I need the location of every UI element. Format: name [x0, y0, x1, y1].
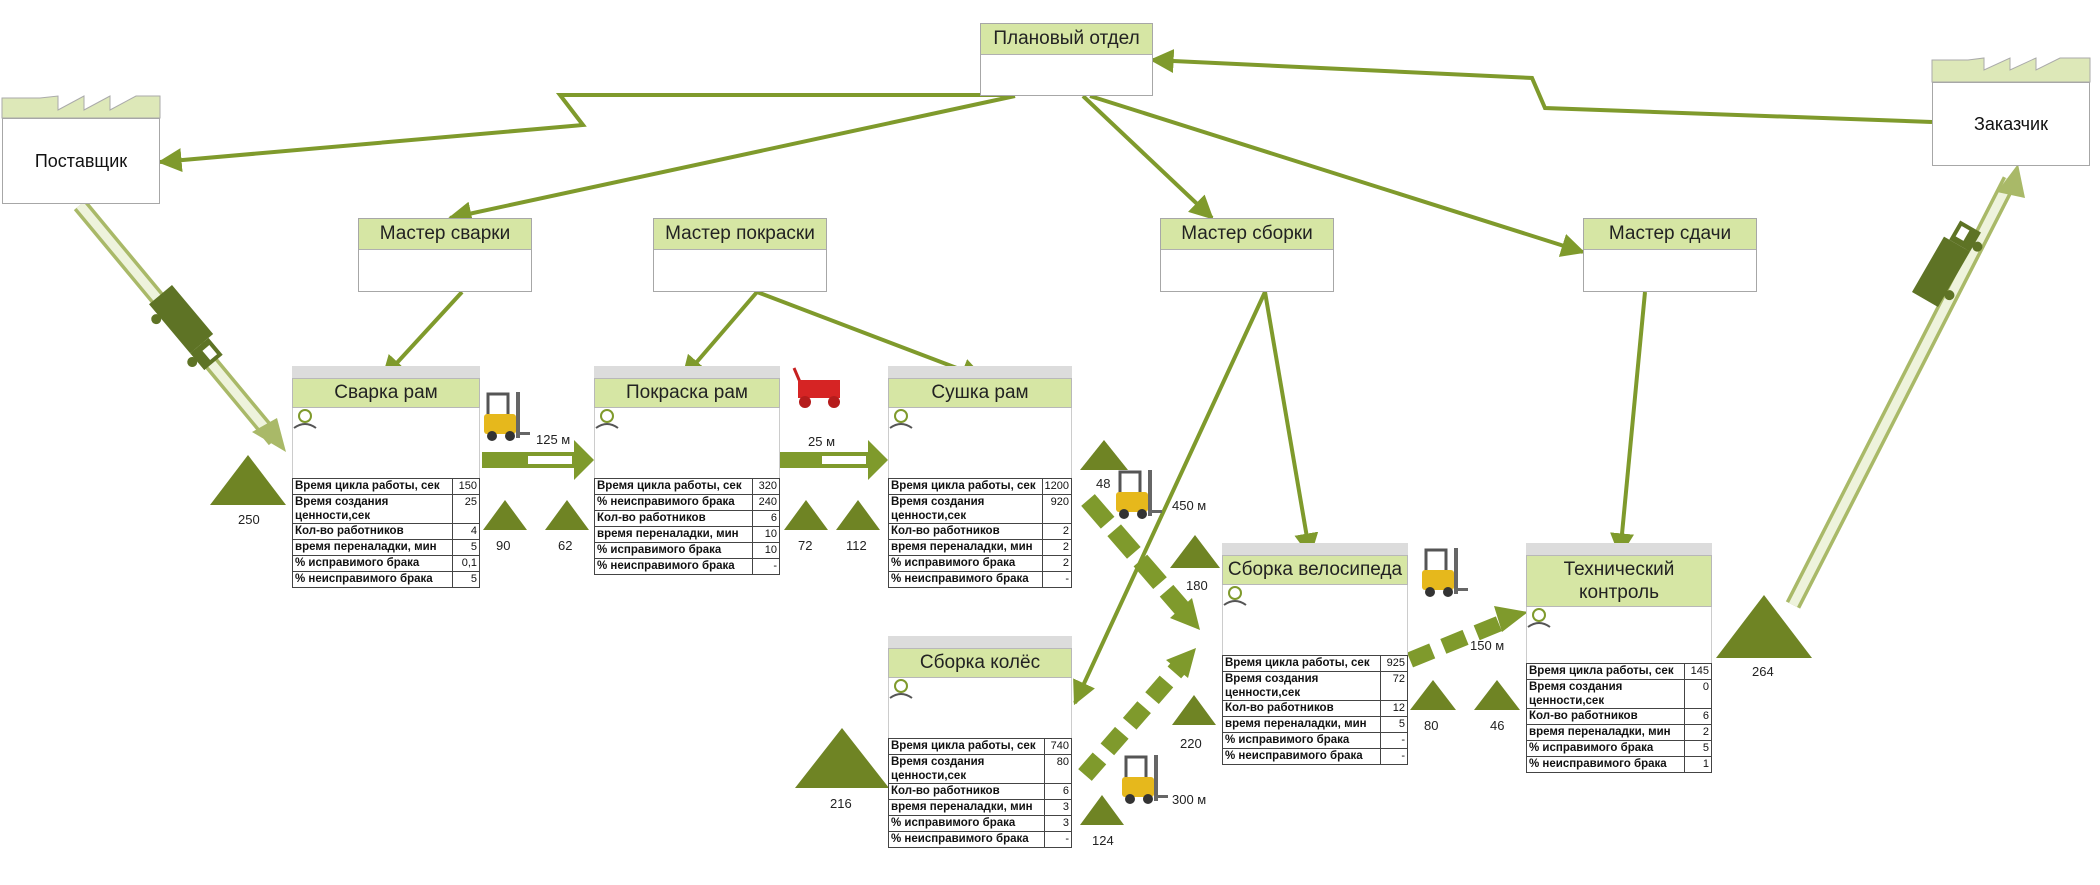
forklift-icon [1122, 755, 1168, 804]
distance-label: 450 м [1172, 498, 1207, 513]
inventory-label: 250 [238, 512, 260, 527]
inventory-label: 124 [1092, 833, 1114, 848]
forklift-icon [484, 392, 530, 441]
painting-master-title: Мастер покраски [654, 219, 826, 250]
operator-icon [1527, 608, 1551, 628]
inventory-label: 220 [1180, 736, 1202, 751]
planning-department-box: Плановый отдел [980, 23, 1153, 96]
inventory-label: 80 [1424, 718, 1439, 733]
push-arrow-wheels-bike [1078, 648, 1196, 781]
inventory-triangle [1080, 795, 1124, 825]
delivery-master-title: Мастер сдачи [1584, 219, 1756, 250]
planning-to-delivery-master [1089, 94, 1586, 257]
inventory-label: 264 [1752, 664, 1774, 679]
inventory-triangle [1716, 595, 1812, 658]
inventory-label: 180 [1186, 578, 1208, 593]
cart-icon [792, 367, 840, 408]
assembly-master-box: Мастер сборки [1160, 218, 1334, 292]
distance-label: 300 м [1172, 792, 1207, 807]
inventory-triangle [784, 500, 828, 530]
inventory-triangle [1170, 535, 1220, 568]
distance-label: 150 м [1470, 638, 1505, 653]
operator-icon [1223, 586, 1247, 606]
inventory-label: 46 [1490, 718, 1505, 733]
inventory-triangle [1410, 680, 1456, 710]
supplier-label: Поставщик [34, 150, 128, 171]
planning-to-assembly-master [1081, 94, 1214, 220]
inventory-label: 72 [798, 538, 813, 553]
paint-master-to-paint [681, 290, 759, 380]
inventory-label: 216 [830, 796, 852, 811]
inventory-triangle [1080, 440, 1128, 470]
truck-icon [1912, 220, 1983, 307]
customer-shipment-head [1997, 164, 2025, 198]
push-arrow-weld-paint [482, 440, 594, 480]
push-arrow-dry-bike [1081, 494, 1200, 630]
process-title: Сборка велосипеда [1222, 555, 1408, 585]
info-planning-to-supplier [157, 93, 1005, 173]
inventory-triangle [1474, 680, 1520, 710]
customer-shipment-arrow-inner [1788, 177, 2015, 608]
inventory-triangle [210, 455, 286, 505]
painting-master-box: Мастер покраски [653, 218, 827, 292]
inventory-triangle [545, 500, 589, 530]
planning-department-title: Плановый отдел [981, 24, 1152, 55]
process-title: Сварка рам [292, 378, 480, 408]
inventory-triangle [795, 728, 889, 788]
inventory-label: 62 [558, 538, 573, 553]
inventory-label: 48 [1096, 476, 1111, 491]
supplier-box: Поставщик [2, 118, 160, 204]
process-title: Технический контроль [1526, 555, 1712, 607]
assembly-master-to-bike [1263, 291, 1319, 558]
inventory-label: 112 [846, 538, 867, 553]
distance-label: 25 м [808, 434, 836, 449]
inventory-triangle [1172, 695, 1216, 725]
welding-master-title: Мастер сварки [359, 219, 531, 250]
assembly-master-title: Мастер сборки [1161, 219, 1333, 250]
operator-icon [889, 409, 913, 429]
operator-icon [293, 409, 317, 429]
inventory-triangle [483, 500, 527, 530]
assembly-master-to-wheels [1073, 291, 1267, 706]
paint-master-to-dry [756, 290, 986, 382]
info-customer-to-planning [1149, 49, 1933, 124]
customer-box: Заказчик [1932, 82, 2090, 166]
forklift-icon [1422, 548, 1468, 597]
push-arrow-bike-qc [1406, 606, 1528, 668]
weld-master-to-weld [381, 290, 464, 380]
supplier-shipment-head [252, 418, 286, 452]
process-title: Сборка колёс [888, 648, 1072, 678]
distance-label: 125 м [536, 432, 571, 447]
truck-icon [149, 285, 223, 371]
inventory-triangle [836, 500, 880, 530]
process-quality-control: Технический контроль Время цикла работы,… [1526, 543, 1712, 773]
customer-factory-roof [1931, 57, 2091, 83]
process-title: Сушка рам [888, 378, 1072, 408]
delivery-master-box: Мастер сдачи [1583, 218, 1757, 292]
welding-master-box: Мастер сварки [358, 218, 532, 292]
customer-label: Заказчик [1974, 113, 2048, 134]
supplier-factory-roof [1, 95, 161, 119]
operator-icon [595, 409, 619, 429]
inventory-label: 90 [496, 538, 511, 553]
delivery-master-to-qc [1610, 291, 1647, 558]
forklift-icon [1116, 470, 1162, 519]
operator-icon [889, 679, 913, 699]
process-bike-assembly: Сборка велосипеда Время цикла работы, се… [1222, 543, 1408, 765]
planning-to-weld-master [447, 94, 1016, 226]
push-arrow-paint-dry [780, 440, 888, 480]
process-title: Покраска рам [594, 378, 780, 408]
